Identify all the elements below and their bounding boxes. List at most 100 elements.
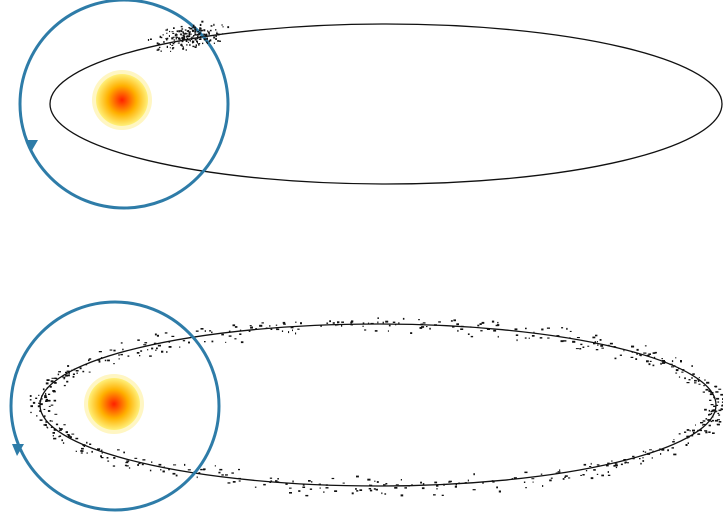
meteoroid-particle <box>541 328 544 331</box>
meteoroid-particle <box>202 42 204 45</box>
meteoroid-particle <box>589 466 592 467</box>
meteoroid-particle <box>88 371 91 373</box>
meteoroid-particle <box>80 450 84 452</box>
meteoroid-particle <box>183 33 186 35</box>
meteoroid-particle <box>649 360 652 362</box>
meteoroid-particle <box>141 463 144 466</box>
meteoroid-particle <box>62 442 65 444</box>
meteoroid-particle <box>200 27 202 30</box>
meteoroid-particle <box>692 429 695 432</box>
meteoroid-particle <box>222 26 224 28</box>
meteoroid-particle <box>215 38 217 40</box>
meteoroid-particle <box>497 321 499 324</box>
meteoroid-particle <box>180 30 183 33</box>
meteoroid-particle <box>688 379 691 381</box>
meteoroid-particle <box>686 435 690 437</box>
meteoroid-particle <box>101 452 103 454</box>
meteoroid-particle <box>513 477 517 480</box>
meteoroid-particle <box>139 355 141 357</box>
meteoroid-particle <box>557 471 561 473</box>
meteoroid-particle <box>196 476 198 479</box>
meteoroid-particle <box>705 388 709 391</box>
meteoroid-particle <box>168 346 172 348</box>
meteoroid-particle <box>157 48 160 51</box>
meteoroid-particle <box>341 324 343 327</box>
meteoroid-particle <box>163 41 165 44</box>
meteoroid-particle <box>702 424 704 426</box>
meteoroid-particle <box>112 465 116 467</box>
meteoroid-particle <box>194 26 196 29</box>
meteoroid-particle <box>667 449 669 452</box>
meteoroid-particle <box>646 354 650 356</box>
meteoroid-particle <box>542 485 544 487</box>
meteoroid-particle <box>692 432 695 434</box>
meteoroid-particle <box>177 37 181 40</box>
meteoroid-particle <box>143 344 147 346</box>
meteoroid-particle <box>221 333 224 336</box>
meteoroid-particle <box>580 343 583 346</box>
meteoroid-particle <box>174 34 177 37</box>
meteoroid-particle <box>219 40 221 42</box>
meteoroid-particle <box>652 450 654 452</box>
meteoroid-particle <box>436 488 438 490</box>
meteoroid-particle <box>81 447 84 450</box>
meteoroid-particle <box>120 342 123 344</box>
meteoroid-particle <box>248 330 251 332</box>
meteoroid-particle <box>709 413 712 416</box>
meteoroid-particle <box>124 464 127 467</box>
meteoroid-particle <box>254 486 257 488</box>
meteoroid-particle <box>137 339 140 341</box>
meteoroid-particle <box>211 340 214 343</box>
meteoroid-particle <box>32 401 36 404</box>
meteoroid-particle <box>362 325 364 327</box>
sun-icon <box>84 374 144 434</box>
meteoroid-particle <box>172 32 175 34</box>
meteoroid-particle <box>194 38 197 41</box>
meteoroid-particle <box>217 33 220 36</box>
meteoroid-particle <box>199 27 201 30</box>
meteoroid-particle <box>421 326 425 328</box>
meteoroid-particle <box>199 36 201 38</box>
meteoroid-particle <box>45 398 48 401</box>
meteoroid-particle <box>350 321 353 324</box>
meteoroid-particle <box>434 481 438 484</box>
meteoroid-particle <box>292 480 294 483</box>
meteoroid-particle <box>100 455 102 458</box>
meteoroid-particle <box>398 322 400 324</box>
meteoroid-particle <box>158 43 161 45</box>
meteoroid-particle <box>539 337 543 339</box>
meteoroid-particle <box>147 39 150 41</box>
meteoroid-particle <box>295 332 297 335</box>
meteoroid-particle <box>159 35 162 38</box>
meteoroid-particle <box>58 371 61 373</box>
meteoroid-particle <box>660 362 662 365</box>
meteoroid-particle <box>82 370 85 373</box>
meteoroid-particle <box>716 397 720 400</box>
meteoroid-particle <box>595 349 599 351</box>
meteoroid-particle <box>295 321 297 323</box>
meteoroid-particle <box>704 408 707 411</box>
meteoroid-particle <box>711 409 714 412</box>
meteoroid-particle <box>160 36 163 39</box>
meteoroid-particle <box>691 377 693 379</box>
meteoroid-particle <box>228 330 231 333</box>
meteoroid-particle <box>68 435 71 437</box>
meteoroid-particle <box>45 392 47 395</box>
meteoroid-particle <box>515 334 519 336</box>
meteoroid-particle <box>290 326 294 329</box>
meteoroid-particle <box>671 366 675 368</box>
meteoroid-particle <box>47 410 51 412</box>
meteoroid-particle <box>680 360 682 362</box>
meteoroid-particle <box>182 34 185 37</box>
meteoroid-particle <box>199 29 201 31</box>
meteoroid-particle <box>635 358 638 360</box>
meteoroid-particle <box>516 339 518 342</box>
meteoroid-particle <box>707 419 710 421</box>
meteoroid-particle <box>37 405 40 408</box>
meteoroid-particle <box>394 487 398 489</box>
meteoroid-particle <box>636 353 638 355</box>
meteoroid-particle <box>532 481 534 483</box>
meteoroid-particle <box>191 29 195 32</box>
meteoroid-particle <box>689 430 691 432</box>
meteoroid-particle <box>457 329 459 332</box>
